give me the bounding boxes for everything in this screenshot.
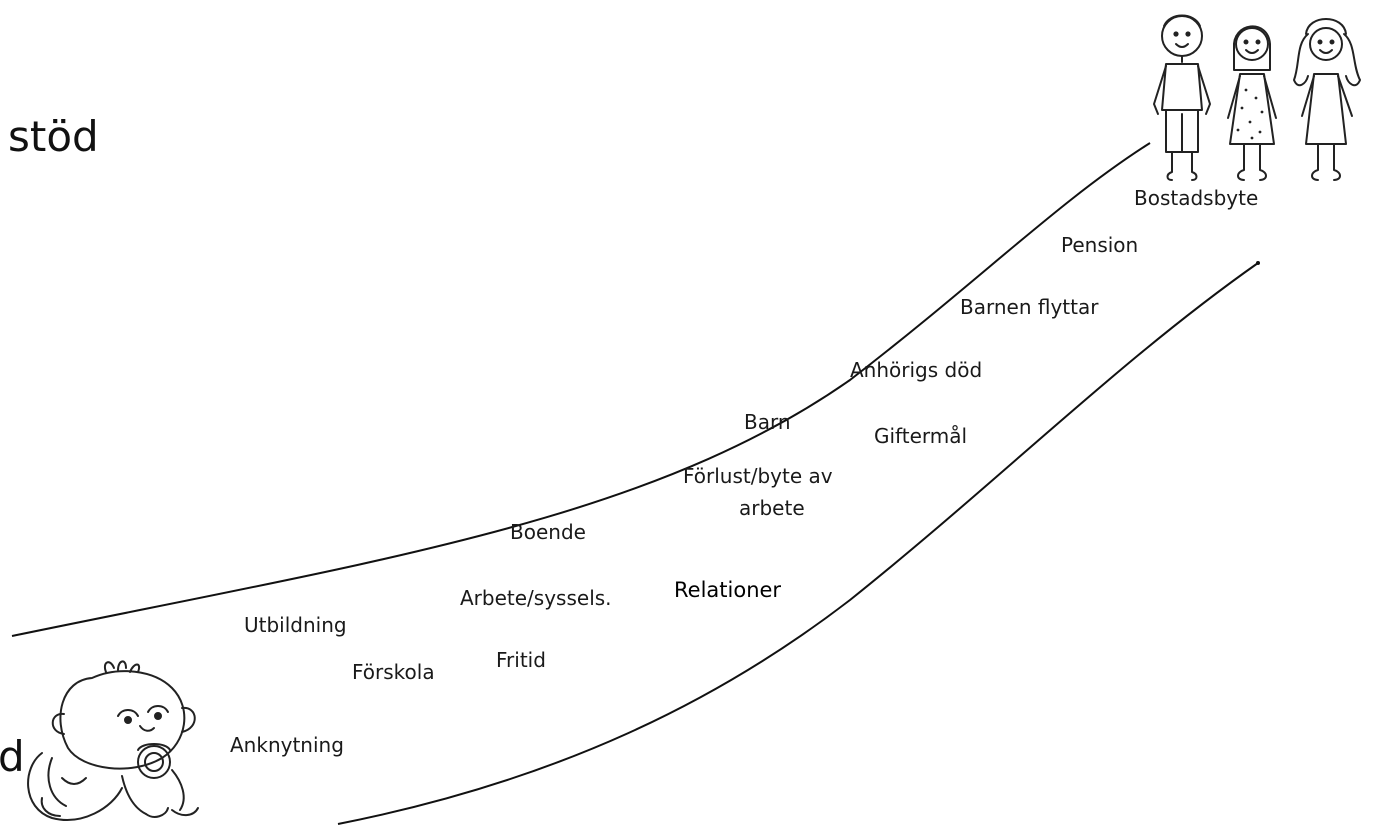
side-text-top: stöd	[8, 112, 99, 161]
label-giftermal: Giftermål	[874, 424, 968, 448]
label-barn: Barn	[744, 410, 791, 434]
label-pension: Pension	[1061, 233, 1139, 257]
label-forlust-line2: arbete	[739, 496, 805, 520]
label-anknytning: Anknytning	[230, 733, 344, 757]
label-forskola: Förskola	[352, 660, 435, 684]
label-arbete-syssels: Arbete/syssels.	[460, 586, 612, 610]
label-forlust-line1: Förlust/byte av	[683, 464, 833, 488]
label-relationer: Relationer	[674, 578, 782, 602]
woman2-head	[1309, 27, 1343, 61]
label-utbildning: Utbildning	[244, 613, 347, 637]
label-fritid: Fritid	[496, 648, 546, 672]
label-barnen-flyttar: Barnen flyttar	[960, 295, 1099, 319]
woman1-head	[1235, 27, 1269, 61]
label-boende: Boende	[510, 520, 586, 544]
lower-path-end-dot	[1256, 261, 1260, 265]
baby-icon	[27, 660, 199, 821]
label-bostadsbyte: Bostadsbyte	[1134, 186, 1259, 210]
upper-path-line	[11, 142, 1151, 637]
label-anhorigs-dod: Anhörigs död	[850, 358, 983, 382]
man-head	[1161, 15, 1203, 57]
family-figures-icon	[1153, 14, 1361, 181]
lower-path-line	[337, 262, 1259, 825]
side-text-bottom: d	[0, 732, 25, 781]
